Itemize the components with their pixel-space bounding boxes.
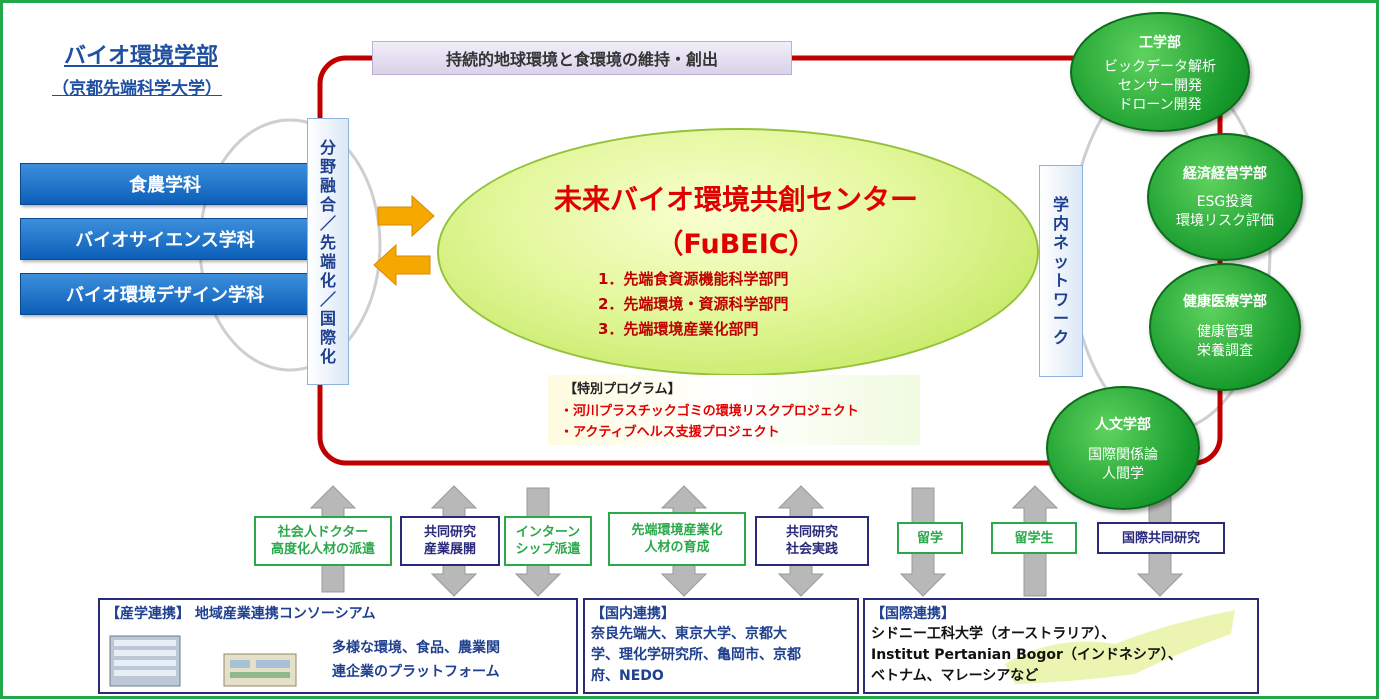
industry-head: 【産学連携】 地域産業連携コンソーシアム (106, 606, 376, 622)
division-item: 3．先端環境産業化部門 (598, 320, 759, 338)
international-body-line: シドニー工科大学（オーストラリア）、 (871, 626, 1116, 642)
faculty-line: 環境リスク評価 (1176, 213, 1274, 229)
network-char: ー (1052, 309, 1069, 328)
fusion-char: 端 (319, 251, 336, 271)
center-ellipse (437, 128, 1039, 376)
faculty-line: 国際関係論 (1088, 447, 1158, 463)
domestic-body-line: 府、NEDO (591, 668, 664, 684)
network-char: ネ (1052, 233, 1069, 252)
faculty-name: 経済経営学部 (1183, 166, 1267, 182)
network-char: ク (1052, 328, 1069, 347)
fusion-char: 融 (319, 175, 336, 195)
faculty-name: 人文学部 (1095, 417, 1151, 433)
network-char: ッ (1052, 252, 1069, 271)
network-char: ト (1052, 271, 1069, 290)
fusion-char: 野 (319, 156, 336, 176)
center-abbr: （FuBEIC） (656, 229, 816, 260)
network-char: 内 (1052, 214, 1069, 233)
fusion-char: 分 (319, 137, 336, 157)
buildings-icon (109, 635, 297, 687)
industry-body-line: 連企業のプラットフォーム (332, 664, 500, 680)
flow-label: 留学 (897, 522, 963, 554)
flow-label: 留学生 (991, 522, 1077, 554)
fusion-char: 化 (319, 346, 336, 366)
department-box: 食農学科 (20, 163, 310, 205)
special-program-item: ・河川プラスチックゴミの環境リスクプロジェクト (560, 404, 859, 419)
fusion-char: 先 (319, 232, 336, 252)
theme-banner: 持続的地球環境と食環境の維持・創出 (372, 41, 792, 75)
world-map-icon (1005, 610, 1235, 684)
domestic-head: 【国内連携】 (591, 606, 675, 622)
fusion-char: ／ (319, 289, 336, 309)
fusion-char: 化 (319, 270, 336, 290)
fusion-vertical-label: 分 野 融 合 ／ 先 端 化 ／ 国 際 化 (307, 118, 349, 385)
faculty-line: ドローン開発 (1118, 97, 1202, 113)
fusion-char: 国 (319, 308, 336, 328)
faculty-line: センサー開発 (1118, 78, 1202, 94)
arrow-right-icon (377, 194, 435, 238)
faculty-circle-economics: 経済経営学部 ESG投資 環境リスク評価 (1147, 133, 1303, 261)
faculty-line: ESG投資 (1196, 194, 1254, 210)
faculty-name: 健康医療学部 (1183, 294, 1267, 310)
flow-label: 先端環境産業化 人材の育成 (608, 512, 746, 566)
special-program-title: 【特別プログラム】 (564, 382, 681, 397)
international-head: 【国際連携】 (871, 606, 955, 622)
domestic-collaboration-box: 【国内連携】 奈良先端大、東京大学、京都大 学、理化学研究所、亀岡市、京都 府、… (583, 598, 859, 694)
fusion-char: 合 (319, 194, 336, 214)
department-box: バイオサイエンス学科 (20, 218, 310, 260)
faculty-circle-humanities: 人文学部 国際関係論 人間学 (1046, 386, 1200, 510)
campus-network-label: 学 内 ネ ッ ト ワ ー ク (1039, 165, 1083, 377)
faculty-line: 人間学 (1102, 466, 1144, 482)
faculty-title: バイオ環境学部 (64, 44, 219, 69)
faculty-circle-health: 健康医療学部 健康管理 栄養調査 (1149, 263, 1301, 391)
division-item: 2．先端環境・資源科学部門 (598, 295, 789, 313)
domestic-body-line: 学、理化学研究所、亀岡市、京都 (591, 647, 801, 663)
fusion-char: 際 (319, 327, 336, 347)
faculty-name: 工学部 (1139, 35, 1181, 51)
special-program-item: ・アクティブヘルス支援プロジェクト (560, 425, 780, 440)
flow-label: 共同研究 産業展開 (400, 516, 500, 566)
flow-label: 共同研究 社会実践 (755, 516, 869, 566)
faculty-subtitle: （京都先端科学大学） (52, 79, 222, 99)
faculty-line: 健康管理 (1197, 324, 1253, 340)
arrow-left-icon (373, 243, 431, 287)
industry-body-line: 多様な環境、食品、農業関 (332, 640, 500, 656)
faculty-circle-engineering: 工学部 ビックデータ解析 センサー開発 ドローン開発 (1070, 12, 1250, 132)
fusion-char: ／ (319, 213, 336, 233)
international-body-line: ベトナム、マレーシアなど (871, 668, 1039, 684)
center-title: 未来バイオ環境共創センター (553, 183, 918, 216)
department-box: バイオ環境デザイン学科 (20, 273, 310, 315)
network-char: 学 (1052, 195, 1069, 214)
network-char: ワ (1052, 290, 1069, 309)
international-body-line: Institut Pertanian Bogor（インドネシア）、 (871, 647, 1182, 663)
flow-label: 社会人ドクター 高度化人材の派遣 (254, 516, 392, 566)
faculty-line: ビックデータ解析 (1104, 59, 1216, 75)
division-item: 1．先端食資源機能科学部門 (598, 270, 789, 288)
international-collaboration-box: 【国際連携】 シドニー工科大学（オーストラリア）、 Institut Perta… (863, 598, 1259, 694)
flow-label: 国際共同研究 (1097, 522, 1225, 554)
special-program-box: 【特別プログラム】 ・河川プラスチックゴミの環境リスクプロジェクト ・アクティブ… (548, 375, 920, 445)
industry-collaboration-box: 【産学連携】 地域産業連携コンソーシアム 多様な環境、食品、農業関 連企業のプラ… (98, 598, 578, 694)
flow-label: インターン シップ派遣 (504, 516, 592, 566)
domestic-body-line: 奈良先端大、東京大学、京都大 (591, 626, 787, 642)
faculty-line: 栄養調査 (1197, 343, 1253, 359)
